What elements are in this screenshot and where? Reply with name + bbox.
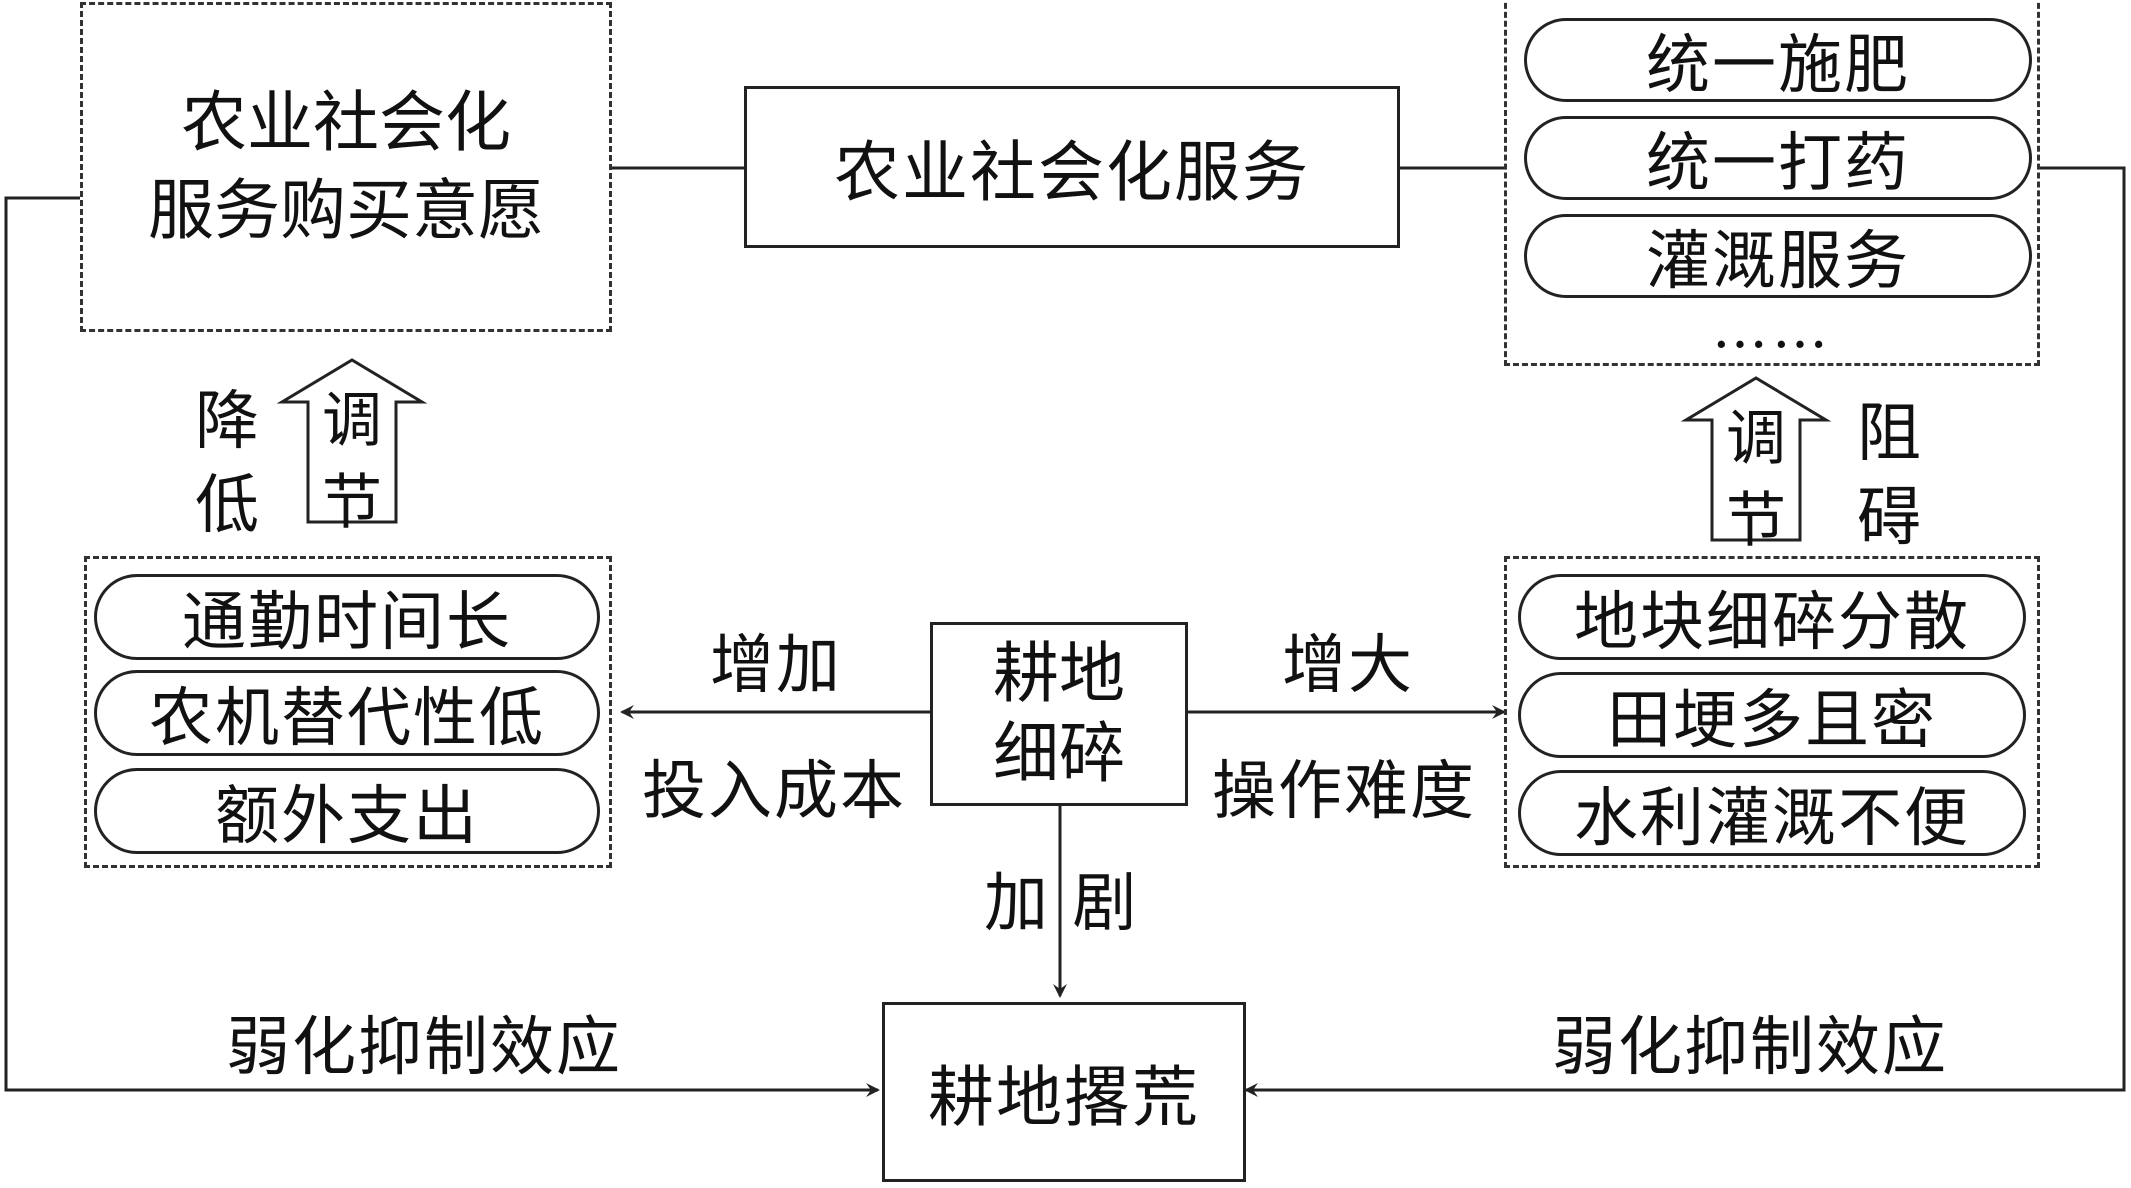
left-arrow-label: 调 节 — [317, 380, 387, 544]
right-bottom-label: 弱化抑制效应 — [1552, 1011, 1948, 1085]
purchase-intention-line2: 服务购买意愿 — [148, 172, 544, 249]
left-side-label: 降 低 — [192, 380, 262, 548]
fragmentation-line2: 细碎 — [993, 715, 1125, 792]
hollow-arrow-right — [1680, 376, 1832, 542]
cost-item-commute: 通勤时间长 — [94, 574, 600, 660]
left-arrow-label-char1: 调 — [322, 386, 382, 456]
service-item-irrigation: 灌溉服务 — [1524, 214, 2032, 299]
difficulty-item-irrigation: 水利灌溉不便 — [1518, 770, 2026, 856]
edge-right-feedback — [1244, 166, 2126, 1097]
service-item-spraying: 统一打药 — [1524, 116, 2032, 201]
difficulty-item-scattered: 地块细碎分散 — [1518, 574, 2026, 660]
fragmentation-line1: 耕地 — [993, 635, 1125, 712]
down-edge-label: 加 剧 — [984, 867, 1139, 941]
right-side-label-char1: 阻 — [1857, 397, 1921, 471]
farmland-fragmentation-box: 耕地 细碎 — [930, 622, 1188, 806]
left-edge-label-top: 增加 — [710, 629, 842, 703]
left-side-label-char2: 低 — [195, 469, 259, 543]
socialized-service-label: 农业社会化服务 — [834, 134, 1310, 211]
right-arrow-label: 调 节 — [1721, 398, 1791, 562]
hollow-arrow-left — [276, 358, 428, 524]
left-side-label-char1: 降 — [195, 385, 259, 459]
abandonment-label: 耕地撂荒 — [928, 1059, 1200, 1136]
left-bottom-label: 弱化抑制效应 — [226, 1011, 622, 1085]
right-side-label: 阻 碍 — [1854, 392, 1924, 560]
right-side-label-char2: 碍 — [1857, 481, 1921, 555]
service-ellipsis: …… — [1712, 296, 1832, 361]
purchase-intention-line1: 农业社会化 — [181, 84, 511, 161]
right-arrow-label-char1: 调 — [1726, 404, 1786, 474]
edge-left-feedback — [4, 196, 880, 1097]
left-edge-label-bottom: 投入成本 — [642, 755, 906, 829]
socialized-service-box: 农业社会化服务 — [744, 86, 1400, 248]
cost-item-machinery: 农机替代性低 — [94, 670, 600, 756]
difficulty-item-ridges: 田埂多且密 — [1518, 672, 2026, 758]
left-arrow-label-char2: 节 — [322, 468, 382, 538]
cost-item-expenses: 额外支出 — [94, 768, 600, 854]
service-item-fertilizing: 统一施肥 — [1524, 18, 2032, 103]
right-edge-label-top: 增大 — [1282, 629, 1414, 703]
purchase-intention-box: 农业社会化 服务购买意愿 — [80, 2, 612, 332]
right-arrow-label-char2: 节 — [1726, 486, 1786, 556]
right-edge-label-bottom: 操作难度 — [1212, 755, 1476, 829]
farmland-abandonment-box: 耕地撂荒 — [882, 1002, 1246, 1182]
